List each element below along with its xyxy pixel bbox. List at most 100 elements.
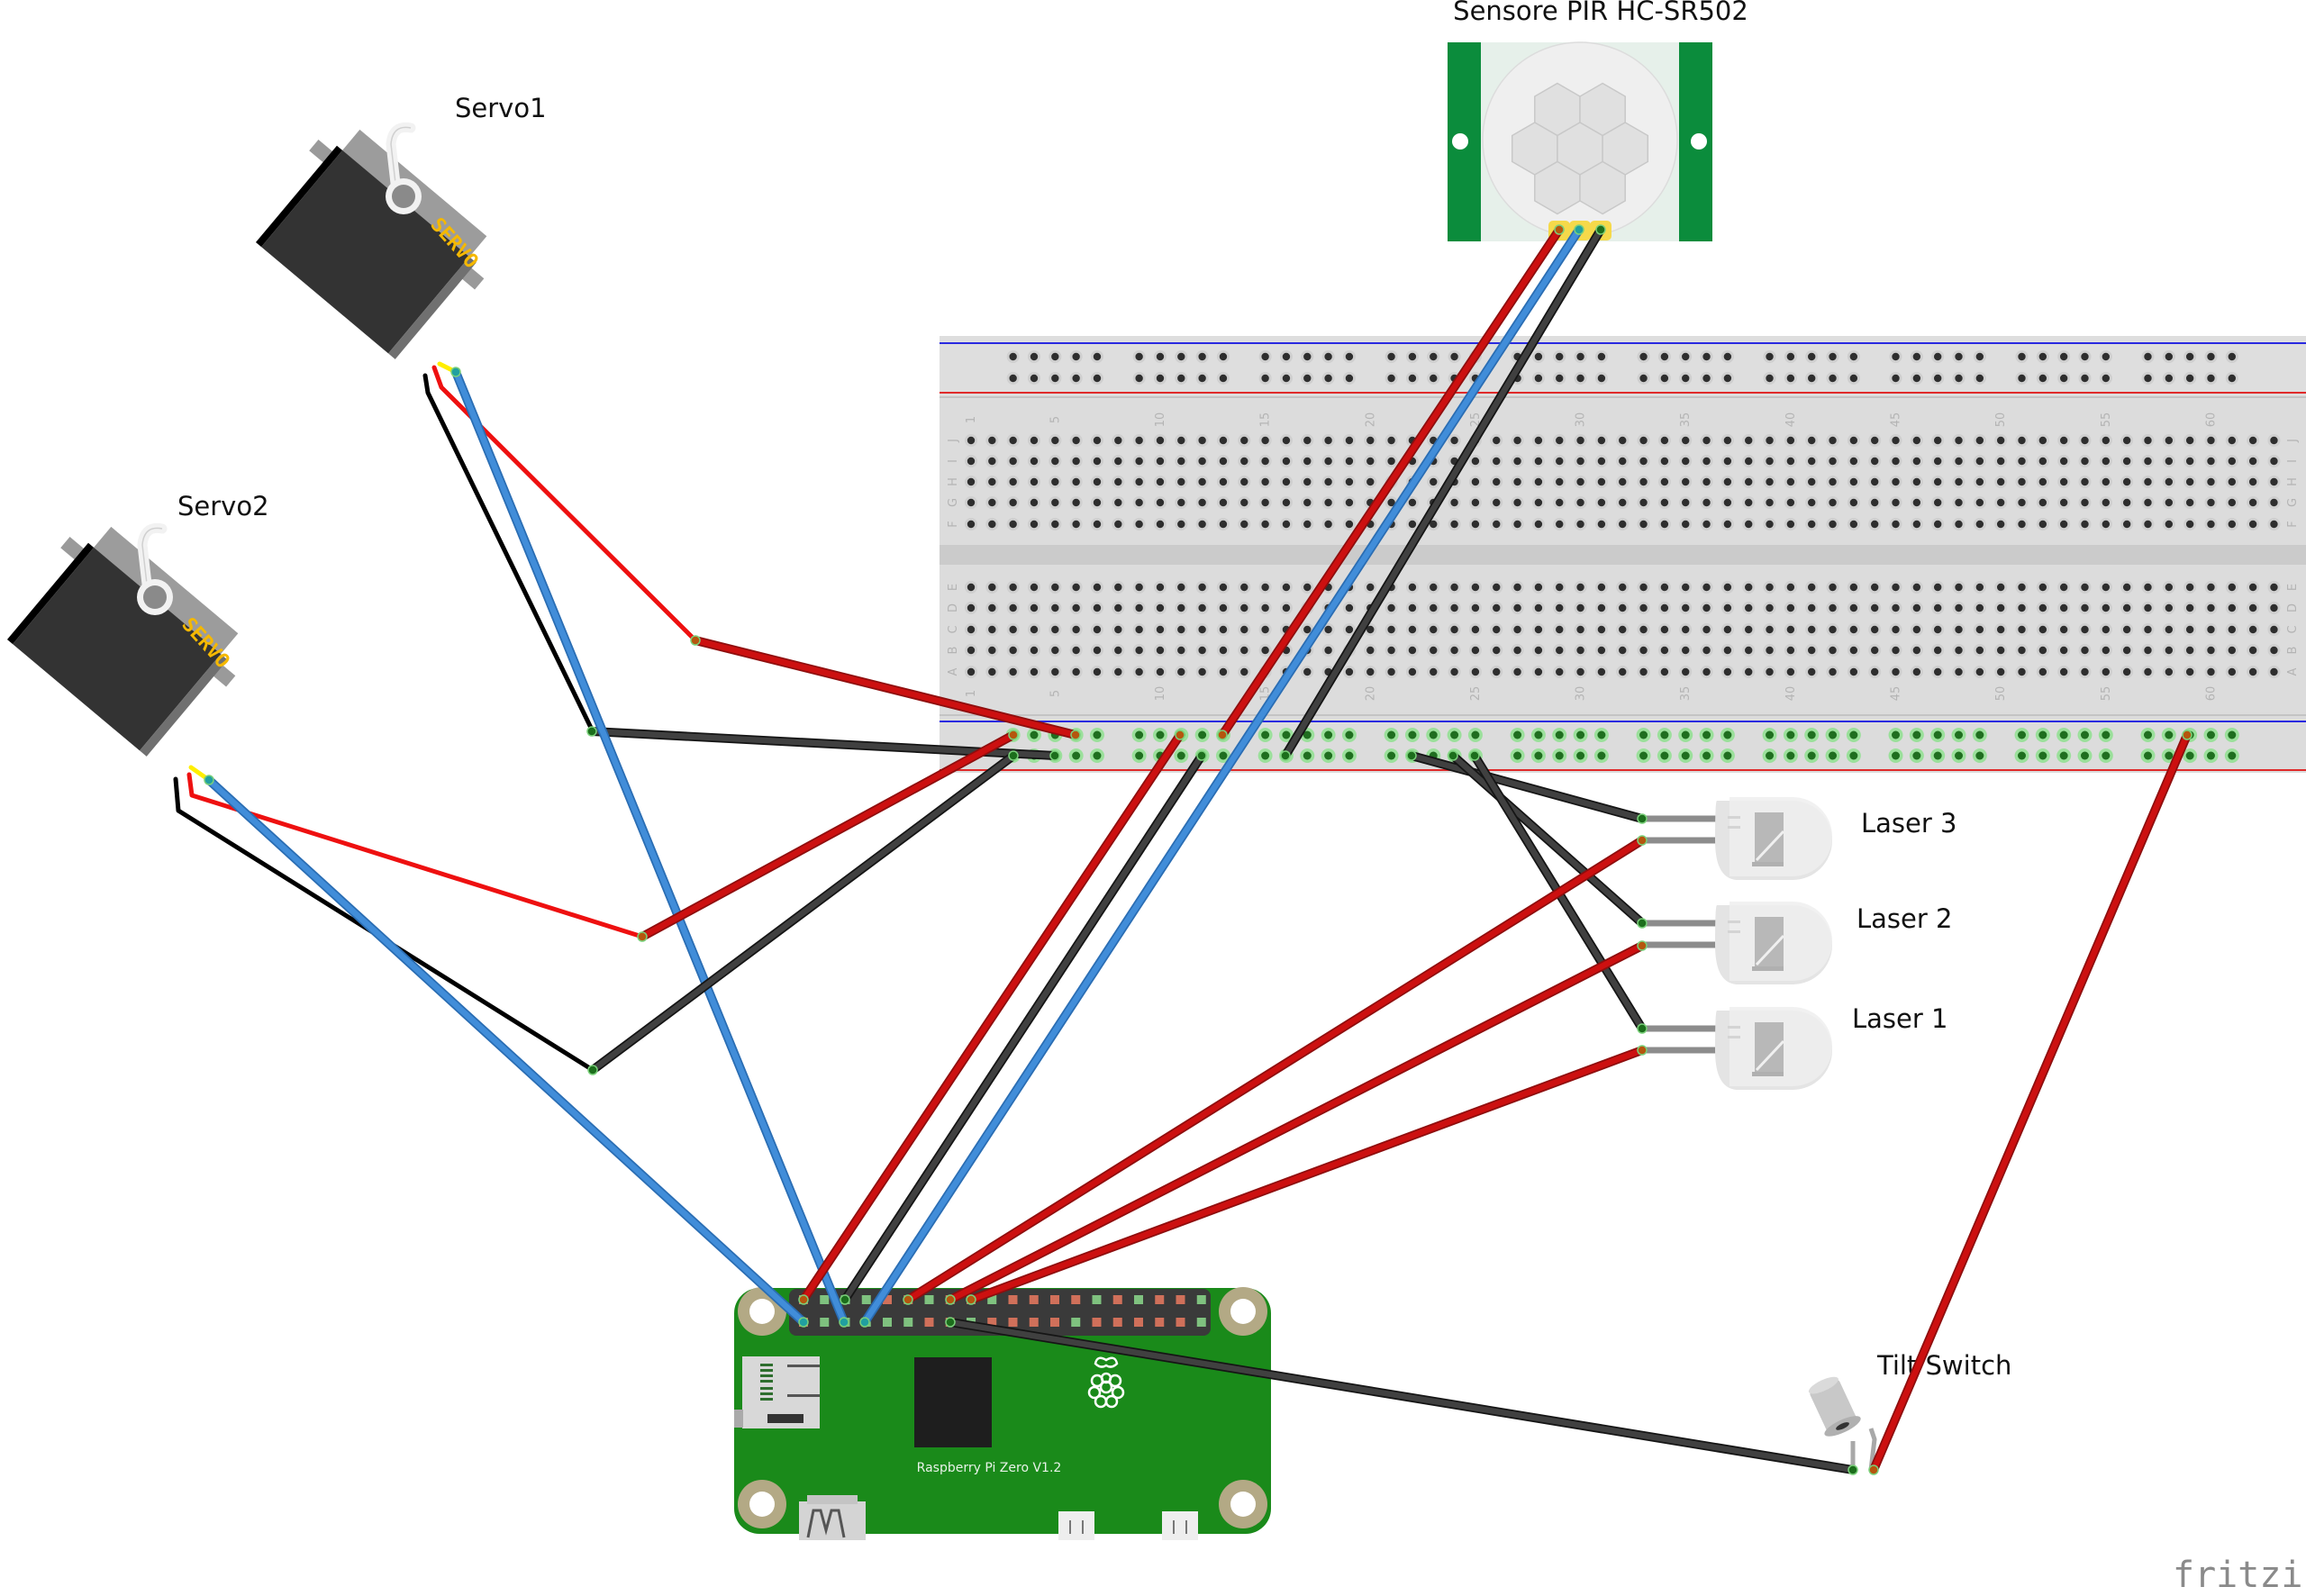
bottom-rail-hole[interactable] xyxy=(2059,730,2068,739)
gpio-pin[interactable] xyxy=(1008,1318,1018,1327)
breadboard-hole[interactable] xyxy=(1955,646,1963,655)
gpio-pin[interactable] xyxy=(1155,1318,1165,1327)
breadboard-hole[interactable] xyxy=(988,498,996,507)
breadboard-hole[interactable] xyxy=(1808,457,1816,466)
breadboard-hole[interactable] xyxy=(1471,583,1480,592)
breadboard-hole[interactable] xyxy=(2081,457,2089,466)
top-rail-hole[interactable] xyxy=(1219,352,1228,361)
breadboard-hole[interactable] xyxy=(1892,583,1900,592)
top-rail-hole[interactable] xyxy=(1556,352,1564,361)
breadboard-hole[interactable] xyxy=(1975,498,1984,507)
breadboard-hole[interactable] xyxy=(2165,625,2174,634)
breadboard-hole[interactable] xyxy=(1975,436,1984,445)
wire-end-connector[interactable] xyxy=(637,931,648,942)
bottom-rail-hole[interactable] xyxy=(2059,751,2068,760)
laser2[interactable] xyxy=(1642,902,1832,984)
breadboard-hole[interactable] xyxy=(1892,436,1900,445)
breadboard-hole[interactable] xyxy=(1975,625,1984,634)
breadboard-hole[interactable] xyxy=(1072,625,1080,634)
breadboard-hole[interactable] xyxy=(1303,625,1312,634)
breadboard-hole[interactable] xyxy=(1009,457,1017,466)
top-rail-hole[interactable] xyxy=(1682,374,1690,383)
wire-end-connector[interactable] xyxy=(1595,224,1606,235)
breadboard-hole[interactable] xyxy=(1324,625,1332,634)
breadboard-hole[interactable] xyxy=(1576,646,1584,655)
breadboard-hole[interactable] xyxy=(967,646,976,655)
bottom-rail-hole[interactable] xyxy=(1345,751,1354,760)
breadboard-hole[interactable] xyxy=(1745,667,1753,676)
breadboard-hole[interactable] xyxy=(1933,498,1942,507)
breadboard-hole[interactable] xyxy=(1198,625,1206,634)
top-rail-hole[interactable] xyxy=(1387,374,1395,383)
breadboard-hole[interactable] xyxy=(1639,646,1648,655)
breadboard-hole[interactable] xyxy=(2059,667,2068,676)
breadboard-hole[interactable] xyxy=(2122,498,2131,507)
bottom-rail-hole[interactable] xyxy=(1534,751,1543,760)
breadboard-hole[interactable] xyxy=(2144,625,2152,634)
gpio-pin[interactable] xyxy=(1176,1318,1185,1327)
wire-end-connector[interactable] xyxy=(690,635,701,646)
breadboard-hole[interactable] xyxy=(2122,667,2131,676)
top-rail-hole[interactable] xyxy=(1786,352,1795,361)
wire-end-connector[interactable] xyxy=(903,1294,913,1305)
bottom-rail-hole[interactable] xyxy=(1807,730,1816,739)
breadboard-hole[interactable] xyxy=(1975,667,1984,676)
breadboard-hole[interactable] xyxy=(1471,667,1480,676)
breadboard-hole[interactable] xyxy=(1597,520,1606,529)
bottom-rail-hole[interactable] xyxy=(1639,751,1648,760)
breadboard-hole[interactable] xyxy=(988,646,996,655)
breadboard-hole[interactable] xyxy=(1219,520,1228,529)
breadboard-hole[interactable] xyxy=(1093,520,1102,529)
breadboard-hole[interactable] xyxy=(1639,625,1648,634)
top-rail-hole[interactable] xyxy=(1450,352,1458,361)
breadboard-hole[interactable] xyxy=(1051,646,1059,655)
breadboard-hole[interactable] xyxy=(1619,436,1627,445)
top-rail-hole[interactable] xyxy=(1639,374,1648,383)
breadboard-hole[interactable] xyxy=(1303,583,1312,592)
breadboard-hole[interactable] xyxy=(1135,646,1143,655)
breadboard-hole[interactable] xyxy=(1556,477,1564,486)
breadboard-hole[interactable] xyxy=(2270,477,2278,486)
breadboard-hole[interactable] xyxy=(1619,667,1627,676)
breadboard-hole[interactable] xyxy=(1702,625,1711,634)
breadboard-hole[interactable] xyxy=(1366,477,1375,486)
bottom-rail-hole[interactable] xyxy=(1471,730,1480,739)
bottom-rail-hole[interactable] xyxy=(1198,730,1207,739)
breadboard-hole[interactable] xyxy=(1471,457,1480,466)
breadboard-hole[interactable] xyxy=(2228,583,2236,592)
gpio-pin[interactable] xyxy=(1050,1318,1059,1327)
breadboard-hole[interactable] xyxy=(1240,603,1248,612)
gpio-pin[interactable] xyxy=(1134,1318,1143,1327)
wire-pir-vcc[interactable] xyxy=(1217,224,1565,740)
breadboard-hole[interactable] xyxy=(1660,520,1669,529)
breadboard-hole[interactable] xyxy=(1723,583,1732,592)
breadboard-hole[interactable] xyxy=(1093,667,1102,676)
wire-end-connector[interactable] xyxy=(2182,730,2193,740)
gpio-pin[interactable] xyxy=(1092,1318,1102,1327)
breadboard-hole[interactable] xyxy=(1009,520,1017,529)
breadboard-hole[interactable] xyxy=(1576,520,1584,529)
breadboard-hole[interactable] xyxy=(1870,625,1879,634)
breadboard-hole[interactable] xyxy=(1156,457,1165,466)
breadboard-hole[interactable] xyxy=(1093,646,1102,655)
breadboard-hole[interactable] xyxy=(1892,646,1900,655)
breadboard-hole[interactable] xyxy=(1955,625,1963,634)
bottom-rail-hole[interactable] xyxy=(1933,751,1942,760)
breadboard-hole[interactable] xyxy=(2059,498,2068,507)
breadboard-hole[interactable] xyxy=(1556,498,1564,507)
breadboard-hole[interactable] xyxy=(1072,646,1080,655)
breadboard-hole[interactable] xyxy=(1996,646,2005,655)
breadboard-hole[interactable] xyxy=(1933,477,1942,486)
bottom-rail-hole[interactable] xyxy=(1303,751,1312,760)
breadboard-hole[interactable] xyxy=(988,583,996,592)
wire-laser2-gnd[interactable] xyxy=(1448,750,1648,929)
breadboard-hole[interactable] xyxy=(1114,477,1122,486)
breadboard-hole[interactable] xyxy=(2102,520,2111,529)
breadboard-hole[interactable] xyxy=(1556,646,1564,655)
wire-end-connector[interactable] xyxy=(1637,1023,1648,1034)
breadboard-hole[interactable] xyxy=(1849,667,1858,676)
top-rail-hole[interactable] xyxy=(1177,352,1185,361)
bottom-rail-hole[interactable] xyxy=(2206,730,2215,739)
wire-pir-gnd[interactable] xyxy=(1280,224,1606,761)
breadboard-hole[interactable] xyxy=(1912,583,1921,592)
